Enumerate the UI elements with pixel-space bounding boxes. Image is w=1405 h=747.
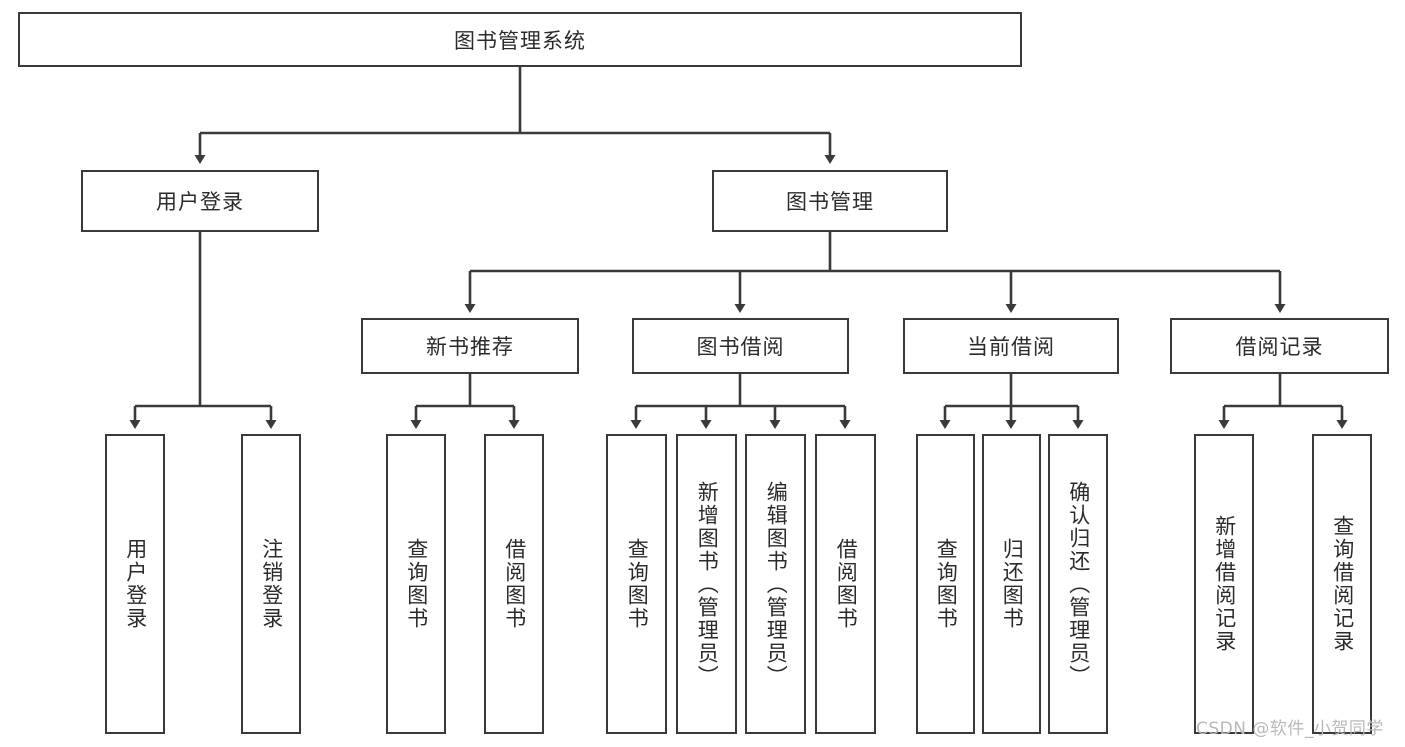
node-new-book-recommend[interactable]: 新书推荐 [361,318,579,374]
node-book-manage-label: 图书管理 [786,190,874,214]
leaf-edit-book-admin-label: 编辑图书（管理员） [764,480,789,688]
leaf-query-book-rec-label: 查询图书 [404,538,429,630]
leaf-borrow-book-rec[interactable]: 借阅图书 [484,434,544,734]
csdn-watermark: CSDN @软件_小贺同学 [1196,719,1384,739]
leaf-borrow-book[interactable]: 借阅图书 [815,434,876,734]
leaf-add-borrow-record-label: 新增借阅记录 [1212,515,1237,653]
node-user-login[interactable]: 用户登录 [81,170,319,232]
leaf-user-logout[interactable]: 注销登录 [241,434,301,734]
leaf-query-book-current-label: 查询图书 [934,538,959,630]
node-book-borrow[interactable]: 图书借阅 [632,318,849,374]
leaf-return-book[interactable]: 归还图书 [982,434,1041,734]
leaf-query-book[interactable]: 查询图书 [606,434,667,734]
leaf-edit-book-admin[interactable]: 编辑图书（管理员） [745,434,806,734]
node-new-book-recommend-label: 新书推荐 [426,335,514,359]
node-book-borrow-label: 图书借阅 [696,335,785,359]
leaf-user-logout-label: 注销登录 [259,538,284,630]
leaf-query-book-rec[interactable]: 查询图书 [386,434,446,734]
node-root[interactable]: 图书管理系统 [18,12,1022,67]
node-current-borrow-label: 当前借阅 [967,335,1055,359]
leaf-borrow-book-label: 借阅图书 [834,538,859,630]
leaf-add-borrow-record[interactable]: 新增借阅记录 [1194,434,1254,734]
node-book-manage[interactable]: 图书管理 [712,170,948,232]
leaf-query-borrow-record-label: 查询借阅记录 [1330,515,1355,653]
node-current-borrow[interactable]: 当前借阅 [903,318,1119,374]
leaf-add-book-admin[interactable]: 新增图书（管理员） [676,434,737,734]
leaf-user-login-label: 用户登录 [123,538,148,630]
leaf-return-book-label: 归还图书 [1000,538,1025,630]
leaf-query-borrow-record[interactable]: 查询借阅记录 [1312,434,1372,734]
node-borrow-record[interactable]: 借阅记录 [1170,318,1389,374]
leaf-confirm-return-admin-label: 确认归还（管理员） [1066,480,1091,688]
leaf-confirm-return-admin[interactable]: 确认归还（管理员） [1048,434,1108,734]
leaf-query-book-label: 查询图书 [625,538,650,630]
leaf-add-book-admin-label: 新增图书（管理员） [695,480,720,688]
node-root-label: 图书管理系统 [454,28,586,53]
node-user-login-label: 用户登录 [156,190,244,214]
leaf-query-book-current[interactable]: 查询图书 [916,434,975,734]
node-borrow-record-label: 借阅记录 [1235,335,1324,359]
leaf-user-login[interactable]: 用户登录 [105,434,165,734]
leaf-borrow-book-rec-label: 借阅图书 [502,538,527,630]
